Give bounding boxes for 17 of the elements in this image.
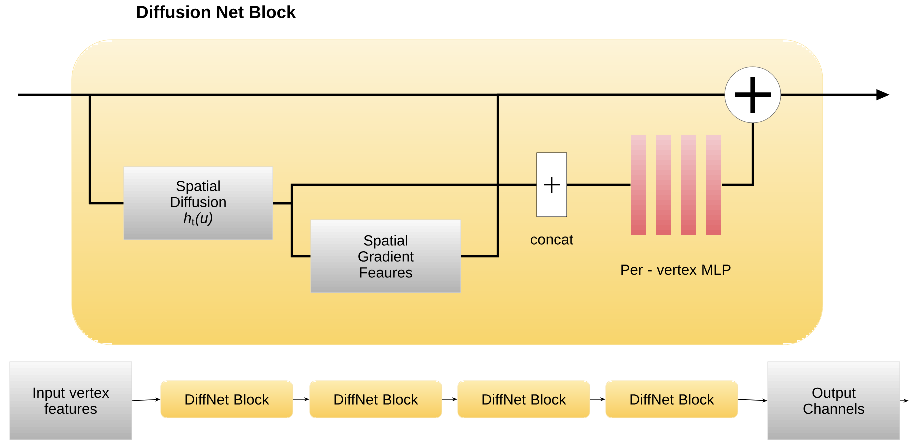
connector-line — [273, 184, 537, 205]
connector-line — [461, 94, 725, 258]
block-box: DiffNet Block — [160, 380, 294, 418]
block-box: DiffNet Block — [458, 380, 590, 418]
connector-line — [567, 184, 631, 186]
connector-line — [88, 95, 124, 205]
process-box: Output Channels — [768, 362, 900, 440]
process-box: Input vertex features — [10, 362, 132, 440]
block-box: DiffNet Block — [606, 380, 738, 418]
caption-text: concat — [531, 235, 574, 245]
process-box: Spatial Gradient Feaures — [310, 220, 462, 294]
block-box: DiffNet Block — [310, 380, 442, 418]
caption-text: Per - vertex MLP — [622, 264, 731, 276]
process-box: Spatial Diffusion h$_{t}$(u) — [124, 166, 274, 240]
connector-line — [722, 123, 754, 186]
sum-circle — [724, 66, 782, 124]
block-title: Diffusion Net Block — [137, 6, 296, 18]
